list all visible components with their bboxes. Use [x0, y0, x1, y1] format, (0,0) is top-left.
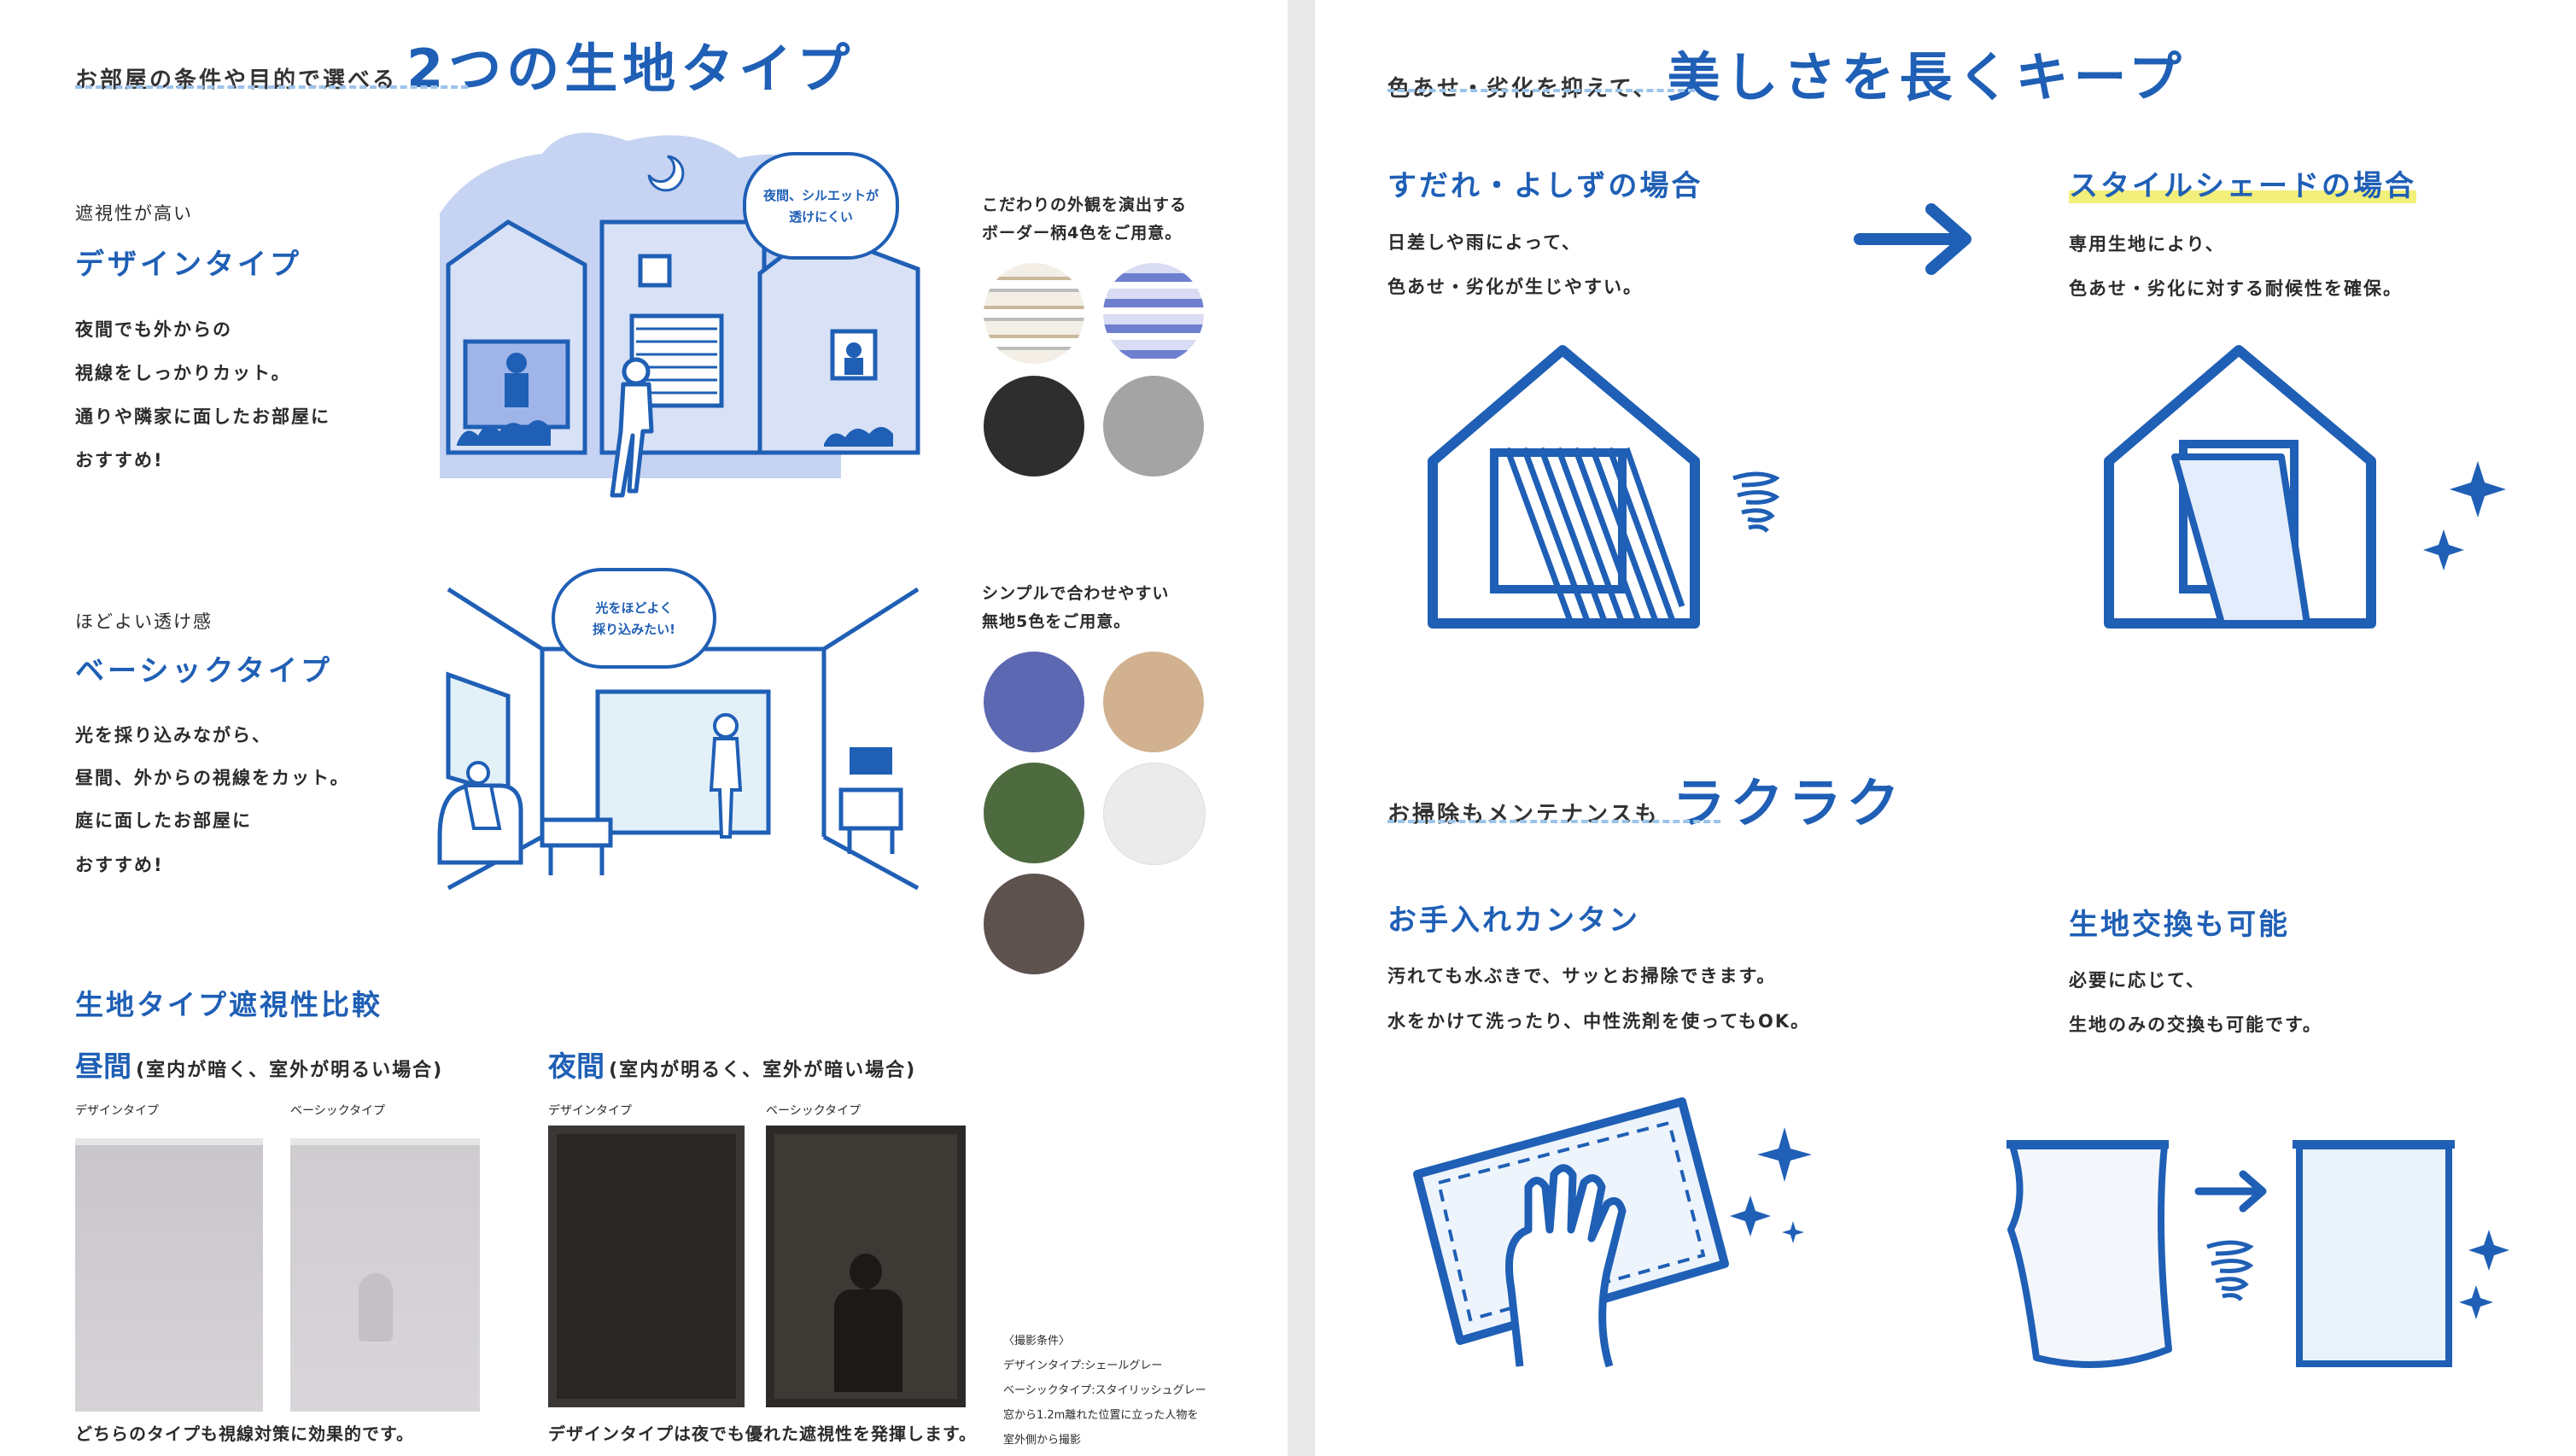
conditions-line-5: 室外側から撮影 — [1003, 1434, 1082, 1447]
basic-swatch-1 — [984, 652, 1084, 752]
night-basic-silhouette-head — [850, 1254, 882, 1289]
day-header: 昼間 (室内が暗く、室外が明るい場合) — [75, 1044, 443, 1085]
basic-line-3: 庭に面したお部屋に — [75, 810, 252, 831]
clean-header-small: お掃除もメンテナンスも — [1387, 802, 1660, 827]
basic-bubble: 光をほどよく 採り込みたい! — [552, 568, 716, 669]
design-line-4: おすすめ! — [75, 450, 164, 471]
exchange-line-1: 必要に応じて、 — [2069, 970, 2205, 991]
design-sub: 遮視性が高い — [75, 203, 193, 224]
day-caption: どちらのタイプも視線対策に効果的です。 — [75, 1424, 414, 1444]
care-title: お手入れカンタン — [1387, 903, 1640, 938]
left-header: お部屋の条件や目的で選べる 2つの生地タイプ — [75, 26, 855, 102]
sudare-title: すだれ・よしずの場合 — [1387, 169, 1703, 203]
design-swatch-4 — [1103, 376, 1204, 477]
design-swatch-3 — [984, 376, 1084, 477]
night-note: (室内が明るく、室外が暗い場合) — [609, 1060, 917, 1081]
night-caption: デザインタイプは夜でも優れた遮視性を発揮します。 — [548, 1424, 977, 1444]
conditions-line-1: 〈撮影条件〉 — [1003, 1335, 1071, 1348]
style-line-1: 専用生地により、 — [2069, 234, 2225, 254]
night-label: 夜間 — [548, 1050, 605, 1083]
right-header-underline — [1387, 89, 1695, 92]
compare-title: 生地タイプ遮視性比較 — [75, 988, 383, 1021]
basic-swatch-3 — [984, 763, 1084, 863]
care-line-1: 汚れても水ぶきで、サッとお掃除できます。 — [1387, 966, 1777, 986]
basic-line-4: おすすめ! — [75, 855, 164, 875]
style-line-2: 色あせ・劣化に対する耐候性を確保。 — [2069, 278, 2403, 299]
design-swatch-note-1: こだわりの外観を演出する — [982, 196, 1188, 214]
design-bubble-line-1: 夜間、シルエットが — [762, 188, 879, 203]
style-title: スタイルシェードの場合 — [2069, 162, 2416, 204]
basic-sub: ほどよい透け感 — [75, 611, 213, 632]
clean-header-underline — [1387, 820, 1720, 823]
left-header-small: お部屋の条件や目的で選べる — [75, 67, 398, 93]
design-bubble: 夜間、シルエットが 透けにくい — [743, 152, 899, 260]
night-basic-photo — [766, 1126, 966, 1407]
exchange-line-2: 生地のみの交換も可能です。 — [2069, 1015, 2322, 1035]
night-header: 夜間 (室内が明るく、室外が暗い場合) — [548, 1044, 916, 1085]
clean-header-big: ラクラク — [1672, 772, 1905, 834]
right-header: 色あせ・劣化を抑えて、 美しさを長くキープ — [1387, 34, 2187, 111]
night-design-label: デザインタイプ — [548, 1104, 632, 1118]
page-gutter — [1288, 0, 1315, 1456]
design-line-2: 視線をしっかりカット。 — [75, 363, 291, 383]
basic-bubble-line-2: 採り込みたい! — [593, 622, 675, 637]
right-header-big: 美しさを長くキープ — [1667, 46, 2187, 108]
day-design-photo — [75, 1138, 263, 1412]
basic-swatch-4 — [1103, 763, 1206, 865]
conditions-line-2: デザインタイプ:シェールグレー — [1003, 1360, 1163, 1372]
basic-line-1: 光を採り込みながら、 — [75, 725, 272, 746]
night-basic-silhouette-body — [834, 1289, 902, 1392]
basic-title: ベーシックタイプ — [75, 654, 333, 688]
design-swatch-2 — [1103, 263, 1204, 364]
basic-swatch-5 — [984, 874, 1084, 974]
design-line-1: 夜間でも外からの — [75, 319, 232, 340]
design-title: デザインタイプ — [75, 248, 302, 282]
night-design-photo — [548, 1126, 745, 1407]
basic-line-2: 昼間、外からの視線をカット。 — [75, 768, 350, 788]
basic-swatch-note-1: シンプルで合わせやすい — [982, 584, 1170, 603]
night-basic-label: ベーシックタイプ — [766, 1104, 862, 1118]
exchange-illustration — [2006, 1140, 2509, 1368]
arrow-right-icon — [1854, 203, 1971, 275]
left-header-underline — [75, 85, 468, 89]
day-label: 昼間 — [75, 1050, 131, 1083]
design-illustration — [440, 132, 920, 498]
conditions: 〈撮影条件〉 デザインタイプ:シェールグレー ベーシックタイプ:スタイリッシュグ… — [1003, 1329, 1206, 1453]
clean-header: お掃除もメンテナンスも ラクラク — [1387, 760, 1905, 837]
house-sudare-illustration — [1428, 345, 1780, 629]
day-basic-label: ベーシックタイプ — [290, 1104, 386, 1118]
conditions-line-3: ベーシックタイプ:スタイリッシュグレー — [1003, 1384, 1206, 1397]
design-bubble-line-2: 透けにくい — [789, 209, 853, 225]
design-line-3: 通りや隣家に面したお部屋に — [75, 406, 330, 427]
house-shade-illustration — [2104, 345, 2506, 629]
design-swatch-1 — [984, 263, 1084, 364]
basic-swatch-2 — [1103, 652, 1204, 752]
care-line-2: 水をかけて洗ったり、中性洗剤を使ってもOK。 — [1387, 1011, 1811, 1032]
design-swatch-note-2: ボーダー柄4色をご用意。 — [982, 224, 1183, 243]
sudare-line-2: 色あせ・劣化が生じやすい。 — [1387, 277, 1643, 297]
basic-swatch-note-2: 無地5色をご用意。 — [982, 612, 1131, 631]
day-note: (室内が暗く、室外が明るい場合) — [136, 1060, 444, 1081]
day-design-label: デザインタイプ — [75, 1104, 159, 1118]
day-basic-photo — [290, 1138, 480, 1412]
wipe-illustration — [1413, 1097, 1812, 1368]
style-title-text: スタイルシェードの場合 — [2069, 169, 2416, 203]
exchange-title: 生地交換も可能 — [2069, 908, 2290, 942]
basic-illustration — [437, 587, 920, 891]
basic-bubble-line-1: 光をほどよく — [595, 600, 673, 616]
day-basic-silhouette — [359, 1273, 393, 1342]
left-header-big: 2つの生地タイプ — [406, 38, 856, 100]
conditions-line-4: 窓から1.2m離れた位置に立った人物を — [1003, 1409, 1199, 1422]
sudare-line-1: 日差しや雨によって、 — [1387, 232, 1582, 253]
